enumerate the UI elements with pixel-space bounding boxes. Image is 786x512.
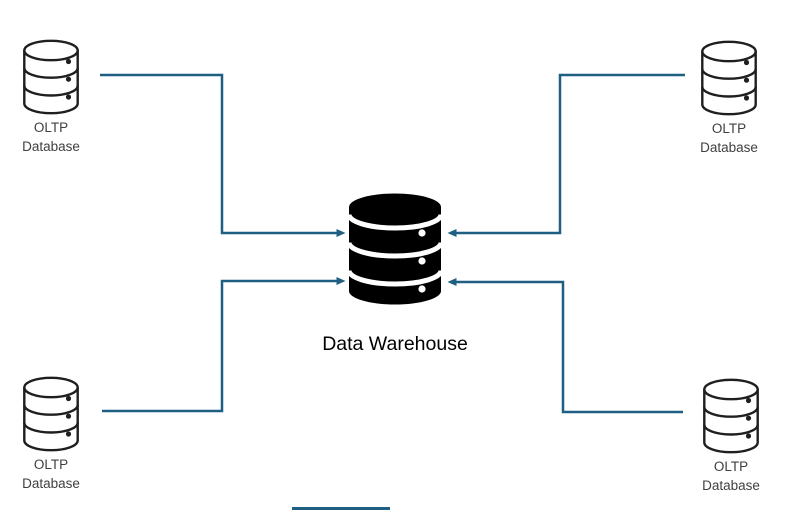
node-oltp-top-left: OLTP Database <box>6 39 96 156</box>
cropped-connector-fragment <box>292 507 390 510</box>
database-outline-icon <box>701 40 757 116</box>
node-oltp-bottom-right: OLTP Database <box>686 378 776 495</box>
database-outline-icon <box>23 376 79 452</box>
data-warehouse-label: Data Warehouse <box>322 333 468 355</box>
database-outline-icon <box>703 378 759 454</box>
node-data-warehouse: Data Warehouse <box>295 193 495 358</box>
database-outline-icon <box>23 39 79 115</box>
node-label-oltp-top-left: OLTP Database <box>22 120 80 154</box>
connector-top-right-to-warehouse <box>447 73 685 237</box>
node-label-oltp-bottom-left: OLTP Database <box>22 457 80 491</box>
connector-bottom-left-to-warehouse <box>102 277 346 413</box>
node-oltp-bottom-left: OLTP Database <box>6 376 96 493</box>
node-label-oltp-bottom-right: OLTP Database <box>702 459 760 493</box>
node-label-oltp-top-right: OLTP Database <box>700 121 758 155</box>
node-oltp-top-right: OLTP Database <box>684 40 774 157</box>
connector-bottom-right-to-warehouse <box>447 278 683 414</box>
database-filled-icon <box>349 193 441 305</box>
connector-top-left-to-warehouse <box>100 73 346 237</box>
